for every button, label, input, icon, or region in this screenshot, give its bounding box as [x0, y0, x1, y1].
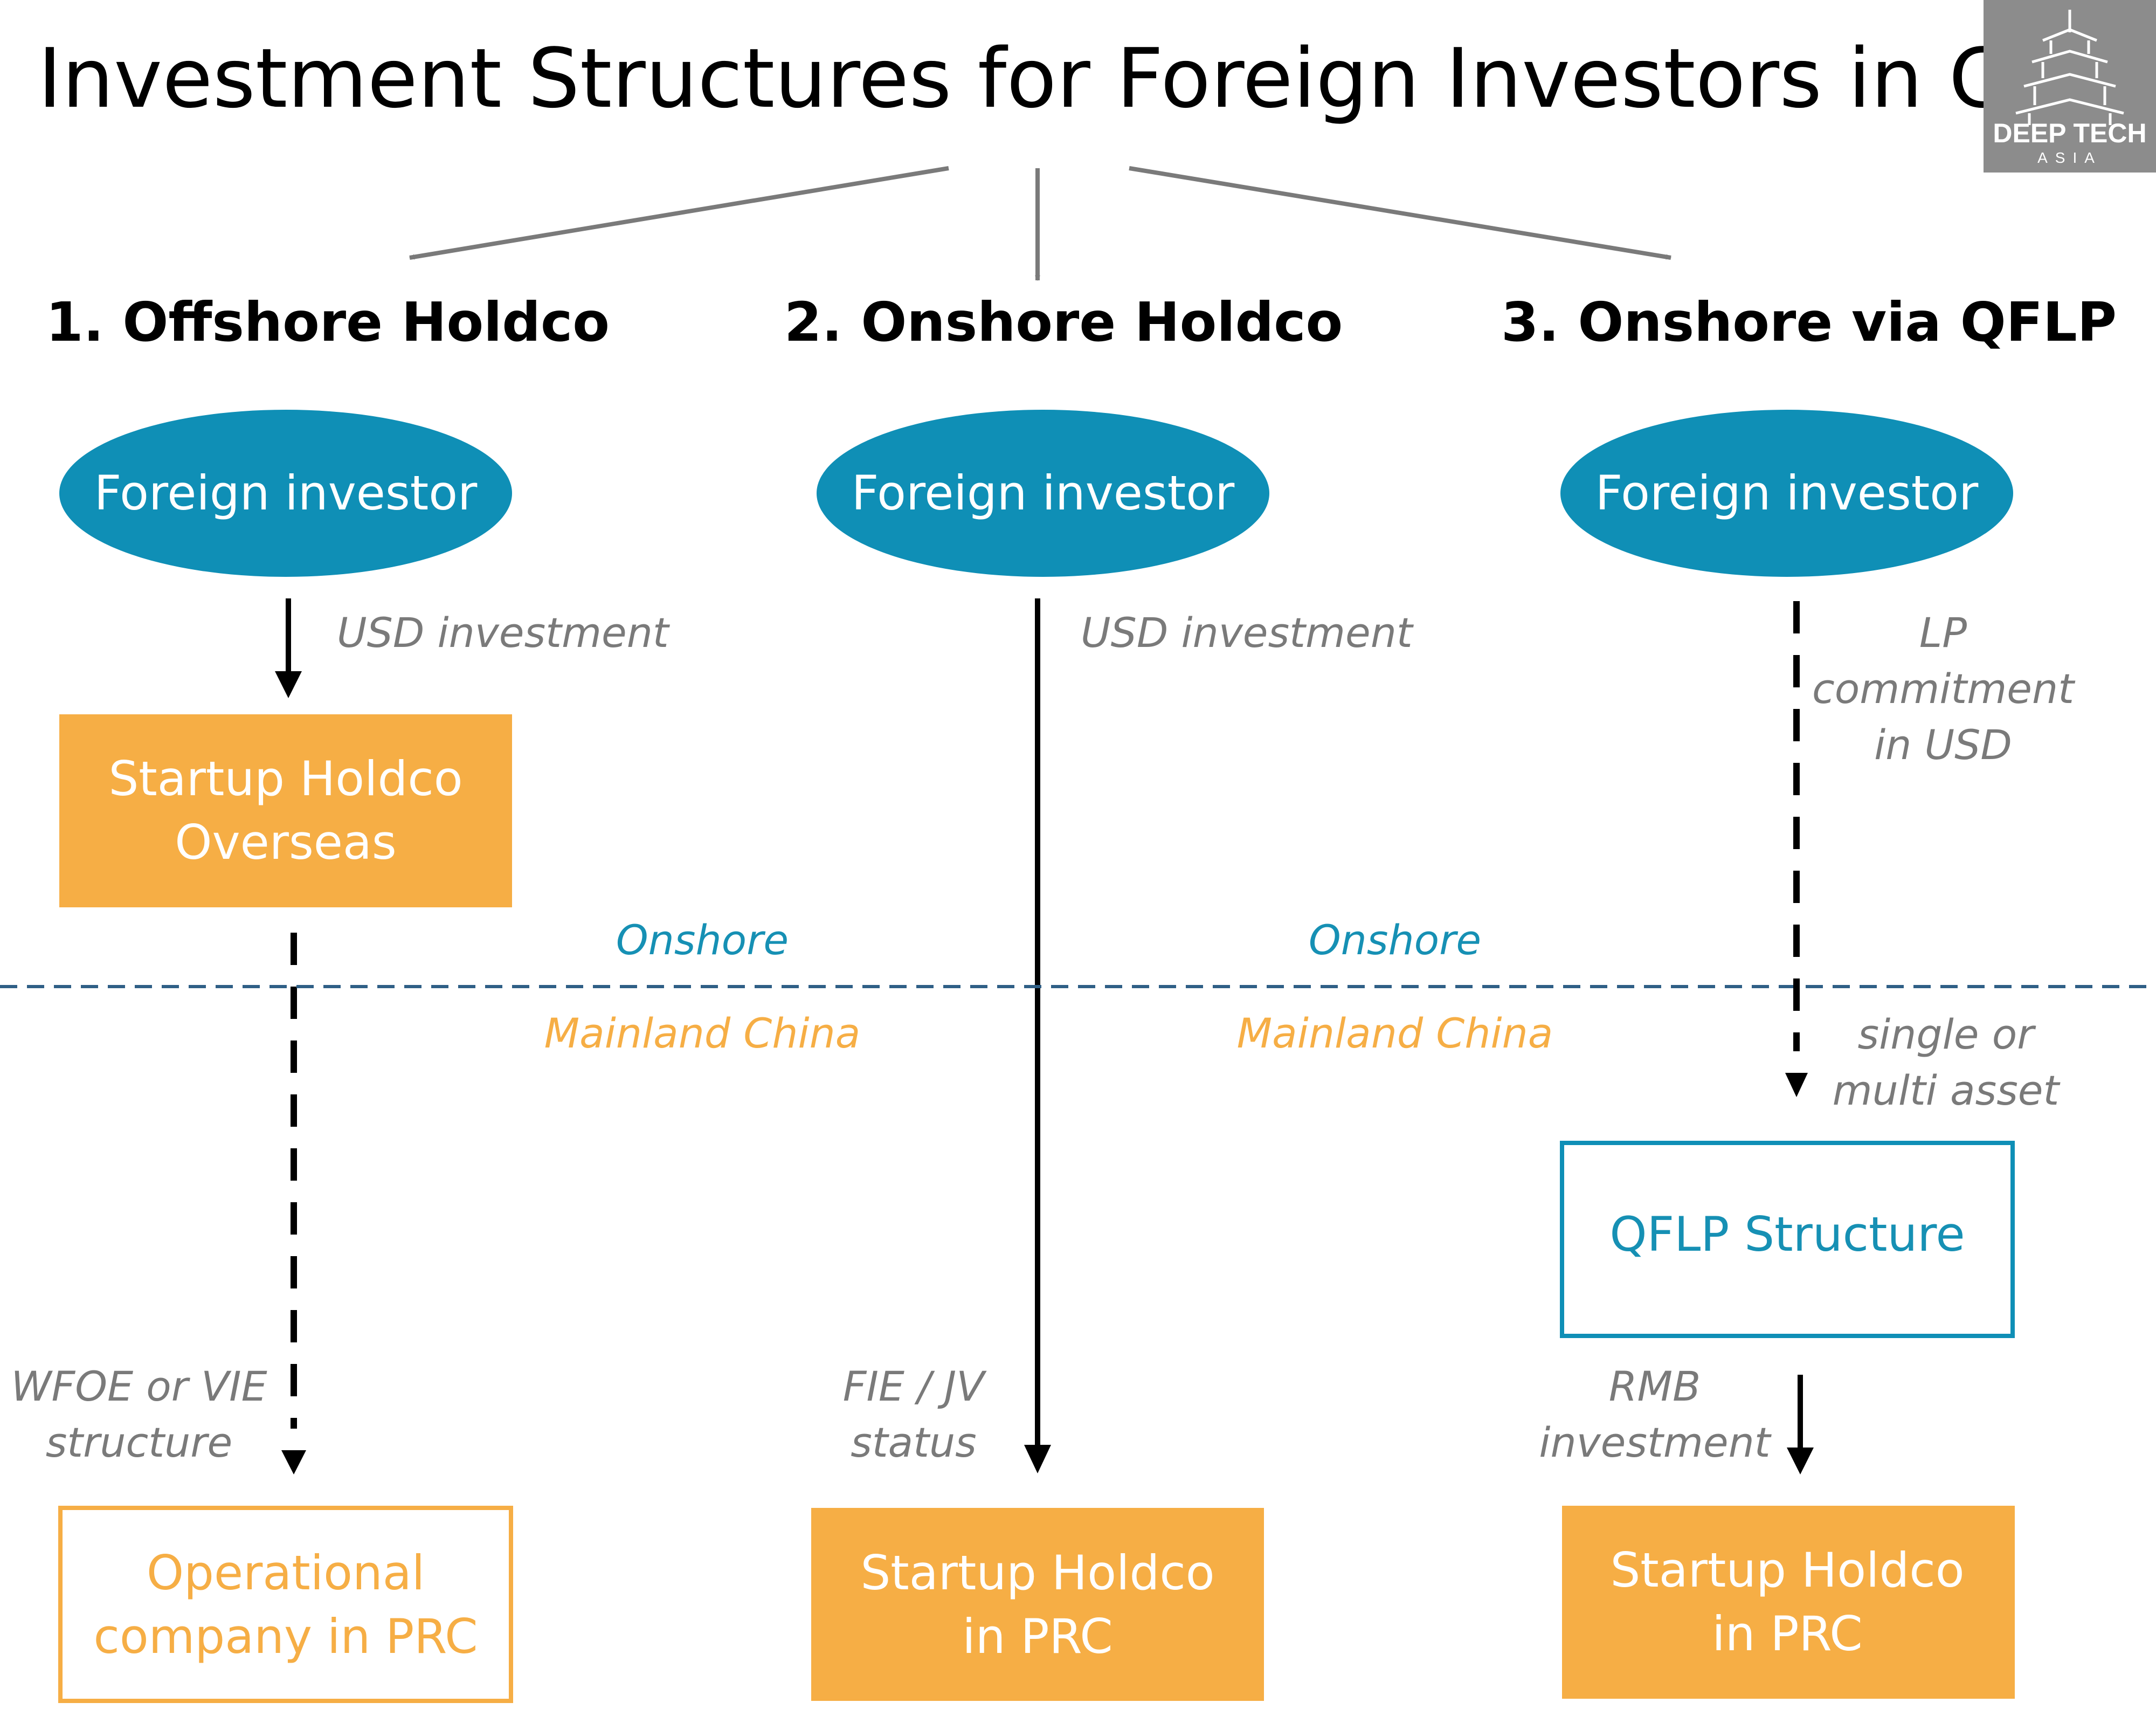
deep-tech-asia-logo: DEEP TECH ASIA [1984, 0, 2156, 173]
edge-label-lp-line2: commitment [1812, 665, 2076, 713]
investor-label: Foreign investor [852, 465, 1235, 521]
edge-usd-investment-2 [1024, 598, 1051, 1473]
box-line1: Startup Holdco [860, 1545, 1214, 1601]
edge-label-rmb-line1: RMB [1609, 1362, 1701, 1410]
edge-label-single-line2: multi asset [1833, 1066, 2061, 1114]
heading-offshore-holdco: 1. Offshore Holdco [46, 291, 610, 354]
startup-holdco-prc-box-2: Startup Holdco in PRC [811, 1508, 1264, 1701]
fanout-arrow-left [409, 166, 949, 260]
startup-holdco-prc-box-3: Startup Holdco in PRC [1562, 1506, 2015, 1699]
edge-wfoe-vie-dashed [281, 933, 306, 1474]
investor-label: Foreign investor [94, 465, 478, 521]
edge-label-wfoe-line2: structure [46, 1418, 233, 1466]
edge-label-usd-investment-2: USD investment [1081, 609, 1414, 657]
zone-label-mainland-2: Mainland China [1237, 1009, 1553, 1057]
box-line2: in PRC [1712, 1606, 1862, 1662]
box-line1: QFLP Structure [1609, 1207, 1965, 1262]
heading-onshore-qflp: 3. Onshore via QFLP [1501, 291, 2117, 354]
logo-line1: DEEP TECH [1993, 118, 2146, 148]
investor-node-3: Foreign investor [1560, 410, 2013, 577]
investor-node-2: Foreign investor [817, 410, 1269, 577]
edge-label-wfoe-line1: WFOE or VIE [11, 1362, 267, 1410]
zone-label-onshore-2: Onshore [1309, 916, 1481, 964]
zone-label-mainland-1: Mainland China [544, 1009, 861, 1057]
box-line1: Startup Holdco [108, 751, 462, 807]
logo-line2: ASIA [2037, 149, 2102, 166]
operational-company-box: Operational company in PRC [58, 1506, 513, 1703]
box-line1: Startup Holdco [1610, 1542, 1964, 1598]
edge-label-single-line1: single or [1858, 1010, 2037, 1058]
box-line1: Operational [147, 1545, 425, 1601]
box-line2: in PRC [962, 1609, 1112, 1664]
startup-holdco-overseas-box: Startup Holdco Overseas [59, 714, 512, 907]
investor-label: Foreign investor [1595, 465, 1979, 521]
box-line2: company in PRC [93, 1609, 478, 1664]
edge-label-usd-investment-1: USD investment [337, 609, 671, 657]
box-line2: Overseas [175, 815, 396, 870]
edge-label-rmb-line2: investment [1539, 1418, 1772, 1466]
page-title: Investment Structures for Foreign Invest… [38, 31, 2156, 126]
edge-label-lp-line3: in USD [1874, 721, 2012, 769]
edge-lp-commitment-dashed [1785, 601, 1808, 1097]
edge-label-fie-line1: FIE / JV [843, 1362, 987, 1410]
qflp-structure-box: QFLP Structure [1560, 1141, 2015, 1338]
investor-node-1: Foreign investor [59, 410, 512, 577]
pagoda-icon [2015, 10, 2124, 125]
edge-label-lp-line1: LP [1919, 609, 1967, 657]
heading-onshore-holdco: 2. Onshore Holdco [784, 291, 1343, 354]
edge-rmb-investment [1787, 1375, 1814, 1474]
edge-usd-investment-1 [275, 598, 302, 698]
zone-label-onshore-1: Onshore [616, 916, 789, 964]
fanout-arrow-right [1129, 166, 1671, 260]
edge-label-fie-line2: status [851, 1418, 977, 1466]
